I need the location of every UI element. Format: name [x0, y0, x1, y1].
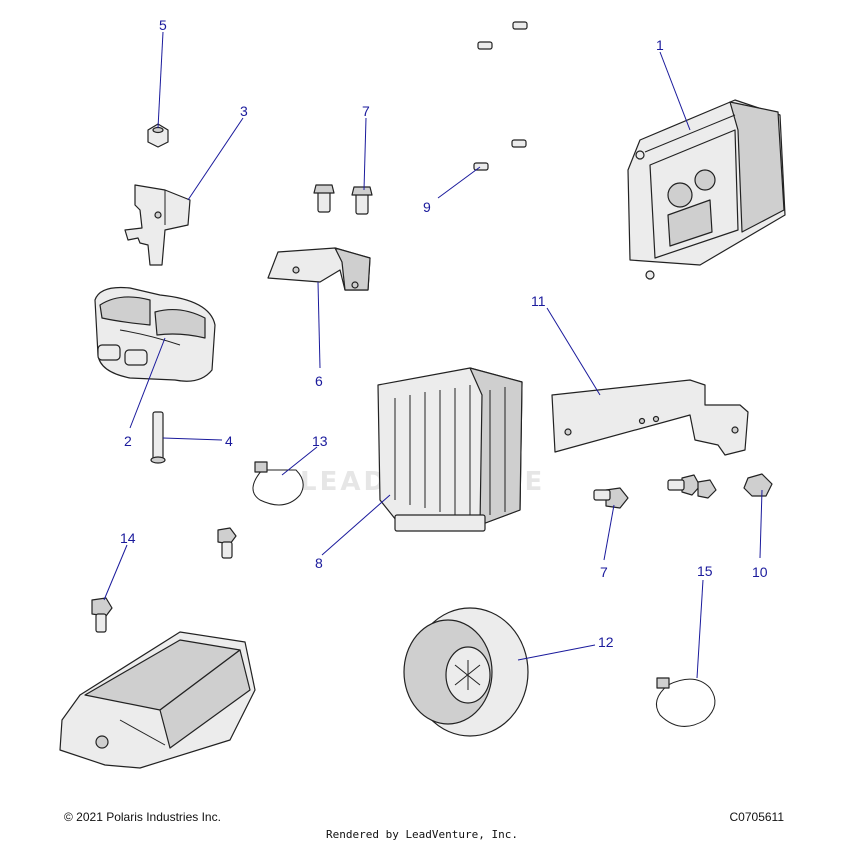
part-long-bracket[interactable] — [551, 379, 749, 456]
part-bolt-flange-upper[interactable] — [313, 184, 373, 215]
part-bolt-short[interactable] — [217, 527, 237, 559]
callout-1: 1 — [656, 37, 664, 53]
callout-4: 4 — [225, 433, 233, 449]
callout-13: 13 — [312, 433, 328, 449]
part-grommet[interactable] — [403, 607, 529, 737]
part-screws-small[interactable] — [473, 21, 528, 171]
part-mount-bracket[interactable] — [267, 247, 371, 291]
callout-14: 14 — [120, 530, 136, 546]
callout-11: 11 — [531, 293, 546, 309]
part-cable-tie-large[interactable] — [655, 677, 716, 727]
callout-3: 3 — [240, 103, 248, 119]
leader-lines — [103, 31, 763, 679]
part-bolt-flange-lower[interactable] — [593, 474, 717, 509]
callout-7-upper: 7 — [362, 103, 370, 119]
part-bolt-fourteen[interactable] — [91, 597, 113, 633]
part-voltage-regulator[interactable] — [377, 367, 523, 532]
callout-numbers: 1 2 3 4 5 6 7 7 8 9 10 11 12 13 14 15 — [120, 17, 768, 650]
copyright-text: © 2021 Polaris Industries Inc. — [64, 810, 221, 824]
part-bolt-long[interactable] — [150, 411, 166, 464]
part-coil-bracket[interactable] — [124, 184, 191, 266]
rendered-by-link[interactable]: Rendered by LeadVenture, Inc. — [325, 828, 519, 841]
callout-7-lower: 7 — [600, 564, 608, 580]
diagram-id: C0705611 — [729, 810, 785, 824]
callout-6: 6 — [315, 373, 323, 389]
callout-10: 10 — [752, 564, 768, 580]
part-cable-tie-small[interactable] — [252, 461, 304, 506]
callout-5: 5 — [159, 17, 167, 33]
part-bolt-flange-ten[interactable] — [743, 473, 773, 497]
part-ignition-coil[interactable] — [94, 286, 216, 382]
callout-9: 9 — [423, 199, 431, 215]
part-fuse-box[interactable] — [59, 631, 256, 769]
callout-8: 8 — [315, 555, 323, 571]
callout-15: 15 — [697, 563, 713, 579]
callout-12: 12 — [598, 634, 614, 650]
part-ecu-module[interactable] — [627, 99, 786, 280]
callout-2: 2 — [124, 433, 132, 449]
